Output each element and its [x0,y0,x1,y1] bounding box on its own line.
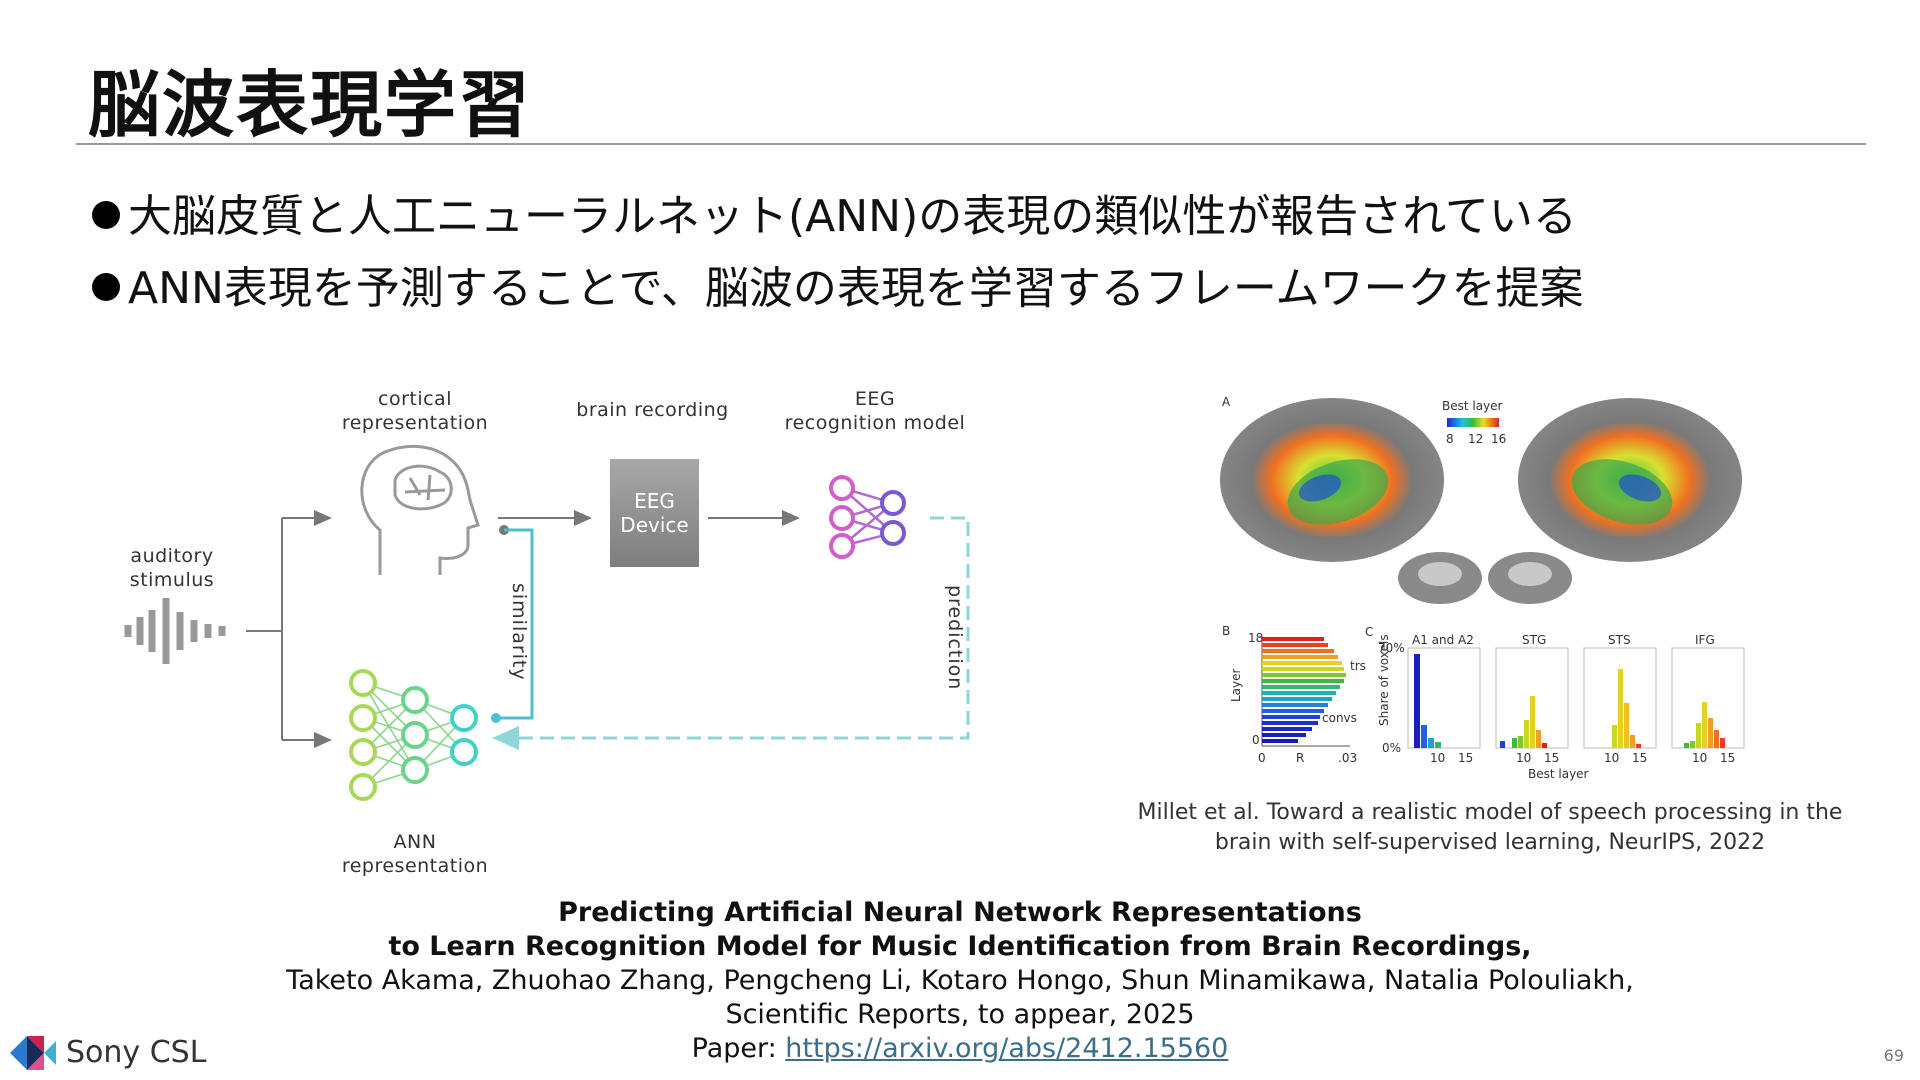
panel-b-xtick-0: 0 [1258,751,1266,765]
colorbar-tick-8: 8 [1446,432,1454,446]
best-layer-title: Best layer [1442,399,1503,413]
subplot-stg: STG [1495,633,1569,749]
sound-wave-icon [124,598,226,664]
colorbar-tick-16: 16 [1491,432,1506,446]
c3-xtick-10: 10 [1604,751,1619,765]
cortical-label-line1: cortical [378,388,452,410]
stimulus-label-line2: stimulus [129,569,215,591]
colorbar-tick-12: 12 [1468,432,1483,446]
ann-label-line2: representation [341,855,489,877]
c2-xtick-10: 10 [1516,751,1531,765]
eeg-model-label-line2: recognition model [784,412,966,434]
panel-b-convs-annot: convs [1322,711,1357,725]
paper-link[interactable]: https://arxiv.org/abs/2412.15560 [785,1033,1229,1064]
subplot-sts: STS [1583,633,1657,749]
cortical-label-line2: representation [341,412,489,434]
ref-venue: Scientific Reports, to appear, 2025 [725,999,1195,1030]
bullet-1: 大脳皮質と人工ニューラルネット(ANN)の表現の類似性が報告されている [92,180,1577,244]
eeg-model-network-icon [829,475,906,559]
panel-c-ytick-70: 70% [1378,641,1405,655]
ref-paper-line: Paper: https://arxiv.org/abs/2412.15560 [200,1032,1720,1066]
bullet-2: ANN表現を予測することで、脳波の表現を学習するフレームワークを提案 [92,252,1584,316]
ref-authors: Taketo Akama, Zhuohao Zhang, Pengcheng L… [286,965,1634,996]
sony-csl-logo-icon [10,1035,56,1070]
panel-c-xlabel: Best layer [1528,767,1589,781]
c1-xtick-15: 15 [1458,751,1473,765]
panel-b-trs-annot: trs [1350,659,1366,673]
panel-a-label: A [1222,395,1231,409]
stimulus-label-line1: auditory [130,545,214,567]
logo-text: Sony CSL [66,1035,207,1070]
paper-reference: Predicting Artificial Neural Network Rep… [200,896,1720,1066]
c4-xtick-10: 10 [1692,751,1707,765]
panel-c-ytick-0: 0% [1382,741,1401,755]
eeg-device-line2: Device [620,513,689,537]
subplot-ifg: IFG [1671,633,1745,749]
framework-diagram-graphics [124,444,970,801]
brain-head-icon [360,444,480,575]
brain-recording-label: brain recording [576,399,729,421]
similarity-label: similarity [508,583,530,681]
eeg-device-line1: EEG [634,489,675,513]
panel-b-ytick-0: 0 [1252,733,1260,747]
panel-b-ylabel: Layer [1229,668,1243,702]
subplot-title-a1a2: A1 and A2 [1412,633,1474,647]
panel-c-ylabel: Share of voxels [1377,634,1391,726]
subplot-title-sts: STS [1608,633,1631,647]
panel-c-label: C [1365,625,1373,639]
c2-xtick-15: 15 [1544,751,1559,765]
panel-b-xtick-003: .03 [1338,751,1357,765]
bullet-dot-icon [92,273,120,301]
ref-title-line2: to Learn Recognition Model for Music Ide… [388,931,1532,962]
colorbar [1447,418,1499,427]
ref-title-line1: Predicting Artificial Neural Network Rep… [558,897,1362,928]
slide-title: 脳波表現学習 [88,63,533,147]
c4-xtick-15: 15 [1720,751,1735,765]
caption-line2: brain with self-supervised learning, Neu… [1214,830,1766,855]
caption-line1: Millet et al. Toward a realistic model o… [1137,800,1843,825]
subplot-title-ifg: IFG [1695,633,1715,647]
brain-layer-figure: A Best layer 8 12 16 B 18 0 Layer trs co… [1220,395,1745,781]
bullet-1-text: 大脳皮質と人工ニューラルネット(ANN)の表現の類似性が報告されている [128,191,1577,242]
subplot-a1a2: A1 and A2 [1407,633,1481,749]
ann-network-icon [349,669,478,801]
c3-xtick-15: 15 [1632,751,1647,765]
subplot-title-stg: STG [1522,633,1546,647]
paper-prefix: Paper: [691,1033,786,1064]
page-number: 69 [1883,1046,1904,1065]
eeg-model-label-line1: EEG [854,388,896,410]
ann-label-line1: ANN [393,831,437,853]
sony-csl-logo: Sony CSL [10,1035,206,1070]
c1-xtick-10: 10 [1430,751,1445,765]
panel-b-label: B [1222,624,1230,638]
title-divider [76,143,1866,145]
figure-caption: Millet et al. Toward a realistic model o… [1120,798,1860,858]
panel-b-bars [1262,637,1346,743]
prediction-label: prediction [944,585,966,691]
bullet-dot-icon [92,201,120,229]
bullet-2-text: ANN表現を予測することで、脳波の表現を学習するフレームワークを提案 [128,263,1584,314]
panel-b-xlabel: R [1296,751,1304,765]
panel-b-ytick-18: 18 [1248,631,1263,645]
